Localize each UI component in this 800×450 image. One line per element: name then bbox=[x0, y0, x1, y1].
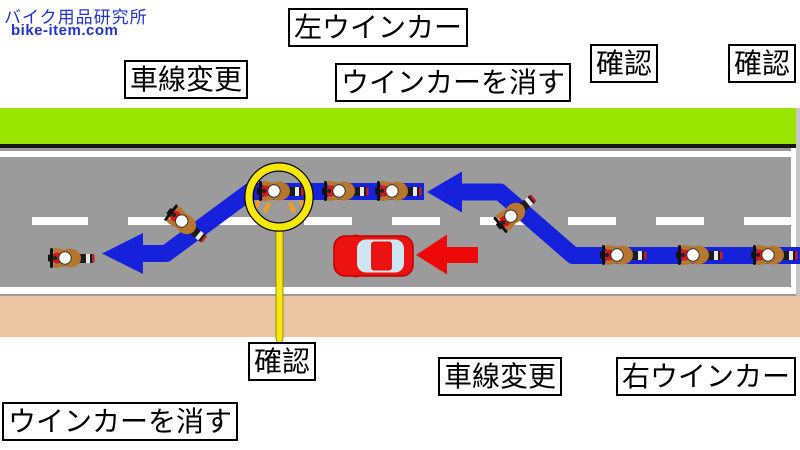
highlight-circle bbox=[244, 162, 314, 348]
label-signal-off-bottom: ウインカーを消す bbox=[2, 402, 239, 441]
road-edge-line-right bbox=[791, 148, 796, 294]
road-shoulder-right bbox=[796, 108, 800, 337]
blue-route-arrow-right bbox=[427, 171, 800, 264]
label-left-signal: 左ウインカー bbox=[288, 8, 469, 47]
red-car-icon bbox=[333, 234, 414, 278]
label-lane-change-bottom: 車線変更 bbox=[438, 357, 563, 396]
label-right-signal: 右ウインカー bbox=[616, 357, 797, 396]
motorcycle-icon bbox=[47, 247, 95, 269]
label-check-top-1: 確認 bbox=[590, 44, 659, 83]
label-check-top-2: 確認 bbox=[728, 44, 797, 83]
road-edge-line-bottom bbox=[0, 287, 792, 294]
grass-strip bbox=[0, 108, 800, 144]
site-title: バイク用品研究所 bbox=[4, 8, 148, 27]
check-marks bbox=[252, 200, 307, 213]
label-check-circled: 確認 bbox=[248, 342, 317, 381]
label-signal-off-top: ウインカーを消す bbox=[335, 63, 572, 102]
road-edge-line-top bbox=[0, 151, 792, 157]
road-border-line bbox=[0, 144, 800, 148]
roadside-dirt-strip bbox=[0, 296, 800, 337]
label-lane-change-top: 車線変更 bbox=[124, 60, 249, 99]
lane-divider-dashes bbox=[0, 217, 800, 225]
red-arrow-icon bbox=[416, 234, 478, 275]
site-domain: bike-item.com bbox=[11, 22, 119, 39]
